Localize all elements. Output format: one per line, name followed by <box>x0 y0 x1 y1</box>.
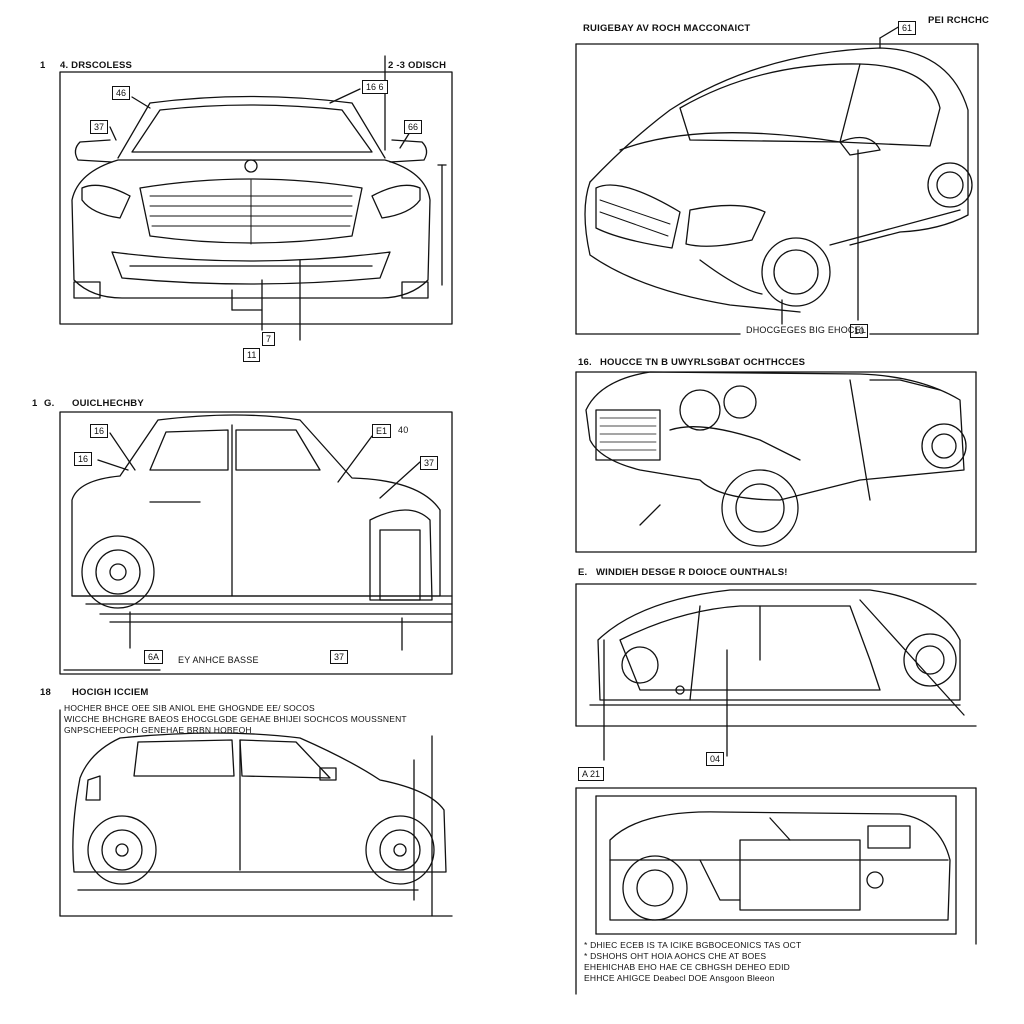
section-3-title: OUICLHECHBY <box>72 398 144 409</box>
callout-front-66: 66 <box>404 120 423 134</box>
three-quarter-car <box>584 47 973 313</box>
callout-front-166: 16 6 <box>362 80 388 94</box>
callout-front-46: 46 <box>112 86 131 100</box>
underbody-car <box>609 811 951 921</box>
callout-front-11: 11 <box>243 348 261 362</box>
section-7-title: WINDIEH DESGE R DOIOCE OUNTHALS! <box>596 567 788 578</box>
side-caption: EY ANHCE BASSE <box>178 655 259 665</box>
callout-side-40: 40 <box>398 425 409 435</box>
front-view-car <box>71 95 431 299</box>
section-2-title: 2 -3 ODISCH <box>388 60 447 71</box>
section-3-number: 1 <box>32 398 38 409</box>
hatch-note: HOCHER BHCE OEE SIB ANIOL EHE GHOGNDE EE… <box>64 703 407 735</box>
section-4-title: HOCIGH ICCIEM <box>72 687 149 698</box>
callout-rear34-61: 61 <box>898 21 917 35</box>
section-6-title: HOUCCE TN B UWYRLSGBAT OCHTHCCES <box>600 357 806 368</box>
section-6-number: 16. <box>578 357 592 368</box>
section-1-number: 1 <box>40 60 46 71</box>
callout-rear34-10: 10 <box>850 324 869 338</box>
section-7-number: E. <box>578 567 588 578</box>
callout-side-6a: 6A <box>144 650 164 664</box>
callout-front-37: 37 <box>90 120 109 134</box>
cutaway-car <box>589 589 965 716</box>
callout-front-7: 7 <box>262 332 276 346</box>
callout-side-16b: 16 <box>74 452 93 466</box>
section-5b-title: PEI RCHCHC <box>928 15 990 26</box>
section-4-number: 18 <box>40 687 51 698</box>
engine-bay-car <box>585 371 967 547</box>
bottom-note: * DHIEC ECEB IS TA ICIKE BGBOCEONICS TAS… <box>584 940 802 983</box>
callout-side-e1: E1 <box>372 424 392 438</box>
hatchback-car <box>72 732 447 891</box>
callout-side-37a: 37 <box>420 456 439 470</box>
callout-chassis-04: 04 <box>706 752 725 766</box>
callout-chassis-a21: A 21 <box>578 767 605 781</box>
section-3-letter: G. <box>44 398 55 409</box>
section-5-title: RUIGEBAY AV ROCH MACCONAICT <box>583 23 751 34</box>
side-view-car <box>71 414 453 623</box>
callout-side-37b: 37 <box>330 650 349 664</box>
section-1-title: 4. DRSCOLESS <box>60 60 133 71</box>
rear34-caption: DHOCGEGES BIG EHOCEL <box>746 325 867 335</box>
callout-side-16a: 16 <box>90 424 109 438</box>
